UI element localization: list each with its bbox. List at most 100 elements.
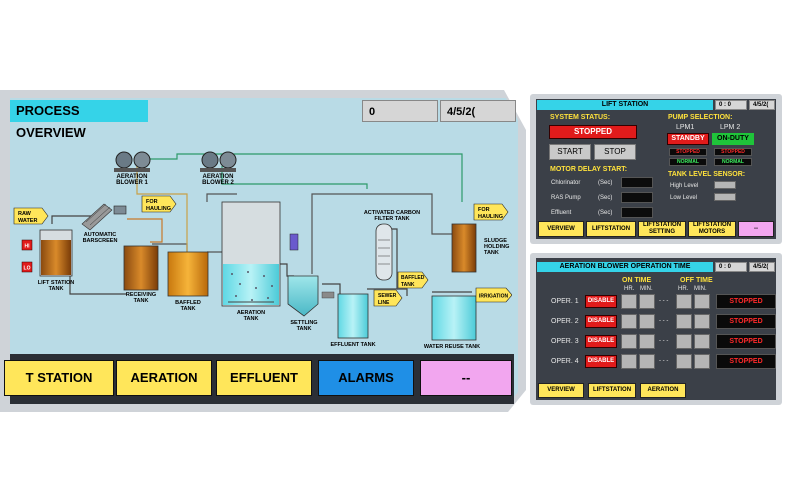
oper-3-on-hr[interactable]	[621, 334, 637, 349]
oper-3-disable-button[interactable]: DISABLE	[585, 335, 617, 348]
lpm1-standby-button[interactable]: STANDBY	[667, 133, 709, 145]
sludge-holding-tank[interactable]	[451, 223, 477, 273]
oper-2-off-min[interactable]	[694, 314, 710, 329]
lift-tab-blank[interactable]: --	[738, 221, 774, 237]
for-hauling-tag-2	[473, 203, 509, 221]
oper-3-sep: - - -	[659, 338, 669, 344]
baffled-tag-l1: BAFFLED	[401, 275, 425, 281]
hauling2-l2: HAULING	[478, 214, 503, 220]
receiving-tank[interactable]	[123, 245, 159, 291]
nav-blank-button[interactable]: --	[420, 360, 512, 396]
lpm1-state: STOPPED	[669, 148, 707, 156]
lift-tab-liftstation-setting[interactable]: LIFTSTATION SETTING	[638, 221, 686, 237]
lo-indicator	[21, 261, 33, 273]
lift-station-screen	[536, 99, 776, 239]
for-hauling-tag-1	[141, 195, 177, 213]
oper-1-on-hr[interactable]	[621, 294, 637, 309]
aeration-blower-1[interactable]	[114, 151, 151, 172]
nav-aeration-button[interactable]: AERATION	[116, 360, 212, 396]
oper-3-on-min[interactable]	[639, 334, 655, 349]
aeration-tank[interactable]	[223, 264, 279, 305]
aeration-tank-l1: AERATION	[237, 310, 265, 316]
oper-4-label: OPER. 4	[551, 358, 579, 365]
lpm1-condition: NORMAL	[669, 158, 707, 166]
system-status-value: STOPPED	[549, 125, 637, 139]
lift-tab-liftstation-motors[interactable]: LIFTSTATION MOTORS	[688, 221, 736, 237]
baffled-tag-l2: TANK	[401, 282, 415, 288]
blower1-label-l1: AERATION	[117, 174, 148, 180]
motor-delay-label: MOTOR DELAY START:	[550, 166, 628, 173]
lift-station-tank[interactable]	[41, 240, 71, 275]
aeration-blower-2[interactable]	[200, 151, 237, 172]
oper-1-status: STOPPED	[716, 294, 776, 309]
aeration-tab-aeration[interactable]: AERATION	[640, 383, 686, 398]
blower2-label-l2: BLOWER 2	[202, 180, 234, 186]
small-pump[interactable]	[321, 291, 335, 299]
irrigation-tag	[475, 287, 512, 303]
start-button[interactable]: START	[549, 144, 591, 160]
oper-4-on-hr[interactable]	[621, 354, 637, 369]
nav-alarms-button[interactable]: ALARMS	[318, 360, 414, 396]
carbon-l2: FILTER TANK	[374, 216, 409, 222]
aeration-blower-screen	[536, 258, 776, 400]
oper-3-off-hr[interactable]	[676, 334, 692, 349]
activated-carbon-filter[interactable]	[375, 223, 393, 281]
off-hr-label: HR.	[678, 286, 689, 292]
delay-chlorinator-unit: (Sec)	[598, 180, 613, 186]
oper-2-off-hr[interactable]	[676, 314, 692, 329]
lift-tab-liftstation[interactable]: LIFTSTATION	[586, 221, 636, 237]
lift-tab-overview[interactable]: VERVIEW	[538, 221, 584, 237]
oper-4-off-min[interactable]	[694, 354, 710, 369]
receiving-l1: RECEIVING	[126, 292, 156, 298]
baffled-l1: BAFFLED	[175, 300, 201, 306]
delay-ras-pump-input[interactable]	[621, 192, 653, 203]
oper-1-disable-button[interactable]: DISABLE	[585, 295, 617, 308]
oper-4-on-min[interactable]	[639, 354, 655, 369]
delay-effluent-input[interactable]	[621, 207, 653, 218]
lo-label: LO	[24, 266, 31, 272]
oper-1-on-min[interactable]	[639, 294, 655, 309]
aeration-tab-liftstation[interactable]: LIFTSTATION	[588, 383, 636, 398]
aeration-blower-title: AERATION BLOWER OPERATION TIME	[537, 262, 713, 272]
system-status-label: SYSTEM STATUS:	[550, 114, 611, 121]
oper-2-sep: - - -	[659, 318, 669, 324]
sludge-l3: TANK	[484, 250, 499, 256]
oper-4-status: STOPPED	[716, 354, 776, 369]
hauling1-l1: FOR	[146, 199, 158, 205]
sludge-l1: SLUDGE	[484, 238, 507, 244]
lpm2-state: STOPPED	[714, 148, 752, 156]
settling-tank[interactable]	[287, 275, 319, 317]
tank-level-sensor-label: TANK LEVEL SENSOR:	[668, 171, 746, 178]
effluent-tank[interactable]	[337, 293, 369, 339]
chemical-dosing-pump[interactable]	[289, 233, 299, 251]
stop-button[interactable]: STOP	[594, 144, 636, 160]
settling-l2: TANK	[297, 326, 312, 332]
lift-counter-field: 0 : 0	[715, 100, 747, 110]
oper-2-on-hr[interactable]	[621, 314, 637, 329]
hauling2-l1: FOR	[478, 207, 490, 213]
oper-4-disable-button[interactable]: DISABLE	[585, 355, 617, 368]
oper-3-label: OPER. 3	[551, 338, 579, 345]
water-reuse-tank[interactable]	[431, 295, 477, 341]
oper-4-off-hr[interactable]	[676, 354, 692, 369]
automatic-barscreen[interactable]	[81, 203, 127, 231]
on-min-label: MIN.	[640, 286, 653, 292]
pump-selection-label: PUMP SELECTION:	[668, 114, 733, 121]
oper-4-sep: - - -	[659, 358, 669, 364]
delay-chlorinator-input[interactable]	[621, 177, 653, 188]
oper-3-off-min[interactable]	[694, 334, 710, 349]
nav-lift-station-button[interactable]: T STATION	[4, 360, 114, 396]
oper-2-on-min[interactable]	[639, 314, 655, 329]
delay-ras-pump-unit: (Sec)	[598, 195, 613, 201]
nav-effluent-button[interactable]: EFFLUENT	[216, 360, 312, 396]
baffled-tank[interactable]	[167, 251, 209, 297]
oper-1-off-min[interactable]	[694, 294, 710, 309]
oper-2-disable-button[interactable]: DISABLE	[585, 315, 617, 328]
page-title: PROCESS OVERVIEW	[10, 100, 148, 140]
oper-2-status: STOPPED	[716, 314, 776, 329]
aeration-tab-overview[interactable]: VERVIEW	[538, 383, 584, 398]
lpm2-on-duty-button[interactable]: ON-DUTY	[712, 133, 754, 145]
oper-1-off-hr[interactable]	[676, 294, 692, 309]
high-level-indicator	[714, 181, 736, 189]
off-min-label: MIN.	[694, 286, 707, 292]
